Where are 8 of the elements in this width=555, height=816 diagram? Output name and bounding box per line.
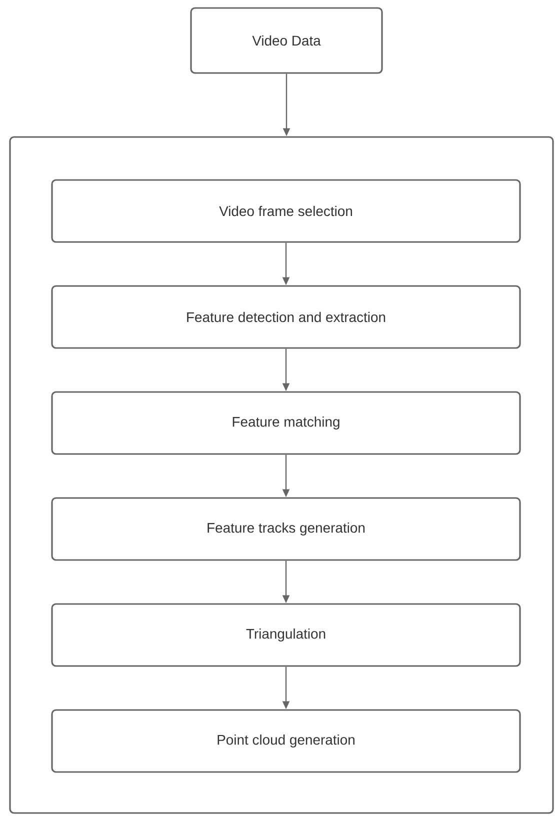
process-box: Video frame selection bbox=[51, 179, 521, 243]
title-box: Video Data bbox=[190, 7, 383, 74]
container-box bbox=[9, 136, 554, 814]
process-box: Feature detection and extraction bbox=[51, 285, 521, 349]
process-box: Triangulation bbox=[51, 603, 521, 667]
process-box: Feature matching bbox=[51, 391, 521, 455]
process-box: Feature tracks generation bbox=[51, 497, 521, 561]
process-box: Point cloud generation bbox=[51, 709, 521, 773]
